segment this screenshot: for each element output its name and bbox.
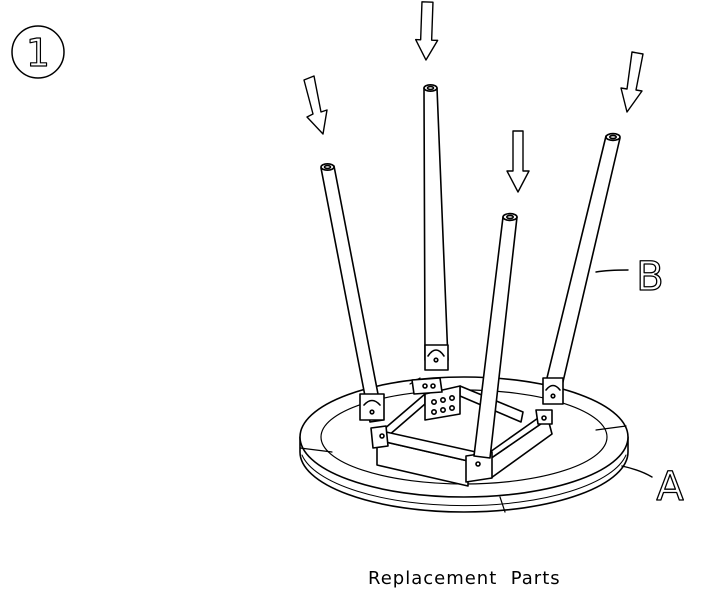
apron-frame xyxy=(370,377,553,487)
arrow-down-icon xyxy=(303,75,328,135)
replacement-parts-caption: Replacement Parts xyxy=(368,568,561,589)
step-number: 1 xyxy=(26,31,50,75)
leader-line-a xyxy=(621,465,653,478)
arrow-down-icon xyxy=(414,1,439,61)
leg-right xyxy=(542,132,621,405)
legs-part-b xyxy=(320,84,621,459)
step-circle xyxy=(11,25,65,79)
step-badge: 1 xyxy=(11,25,65,79)
callout-label-a: A xyxy=(656,464,684,510)
callout-label-b: B xyxy=(636,254,663,300)
leg-front xyxy=(473,212,518,459)
arrow-down-icon xyxy=(620,51,644,113)
insertion-arrows xyxy=(303,1,644,193)
arrow-down-icon xyxy=(506,130,530,193)
leg-left xyxy=(320,163,385,423)
leader-line-b xyxy=(595,269,629,273)
leg-back xyxy=(423,84,449,371)
